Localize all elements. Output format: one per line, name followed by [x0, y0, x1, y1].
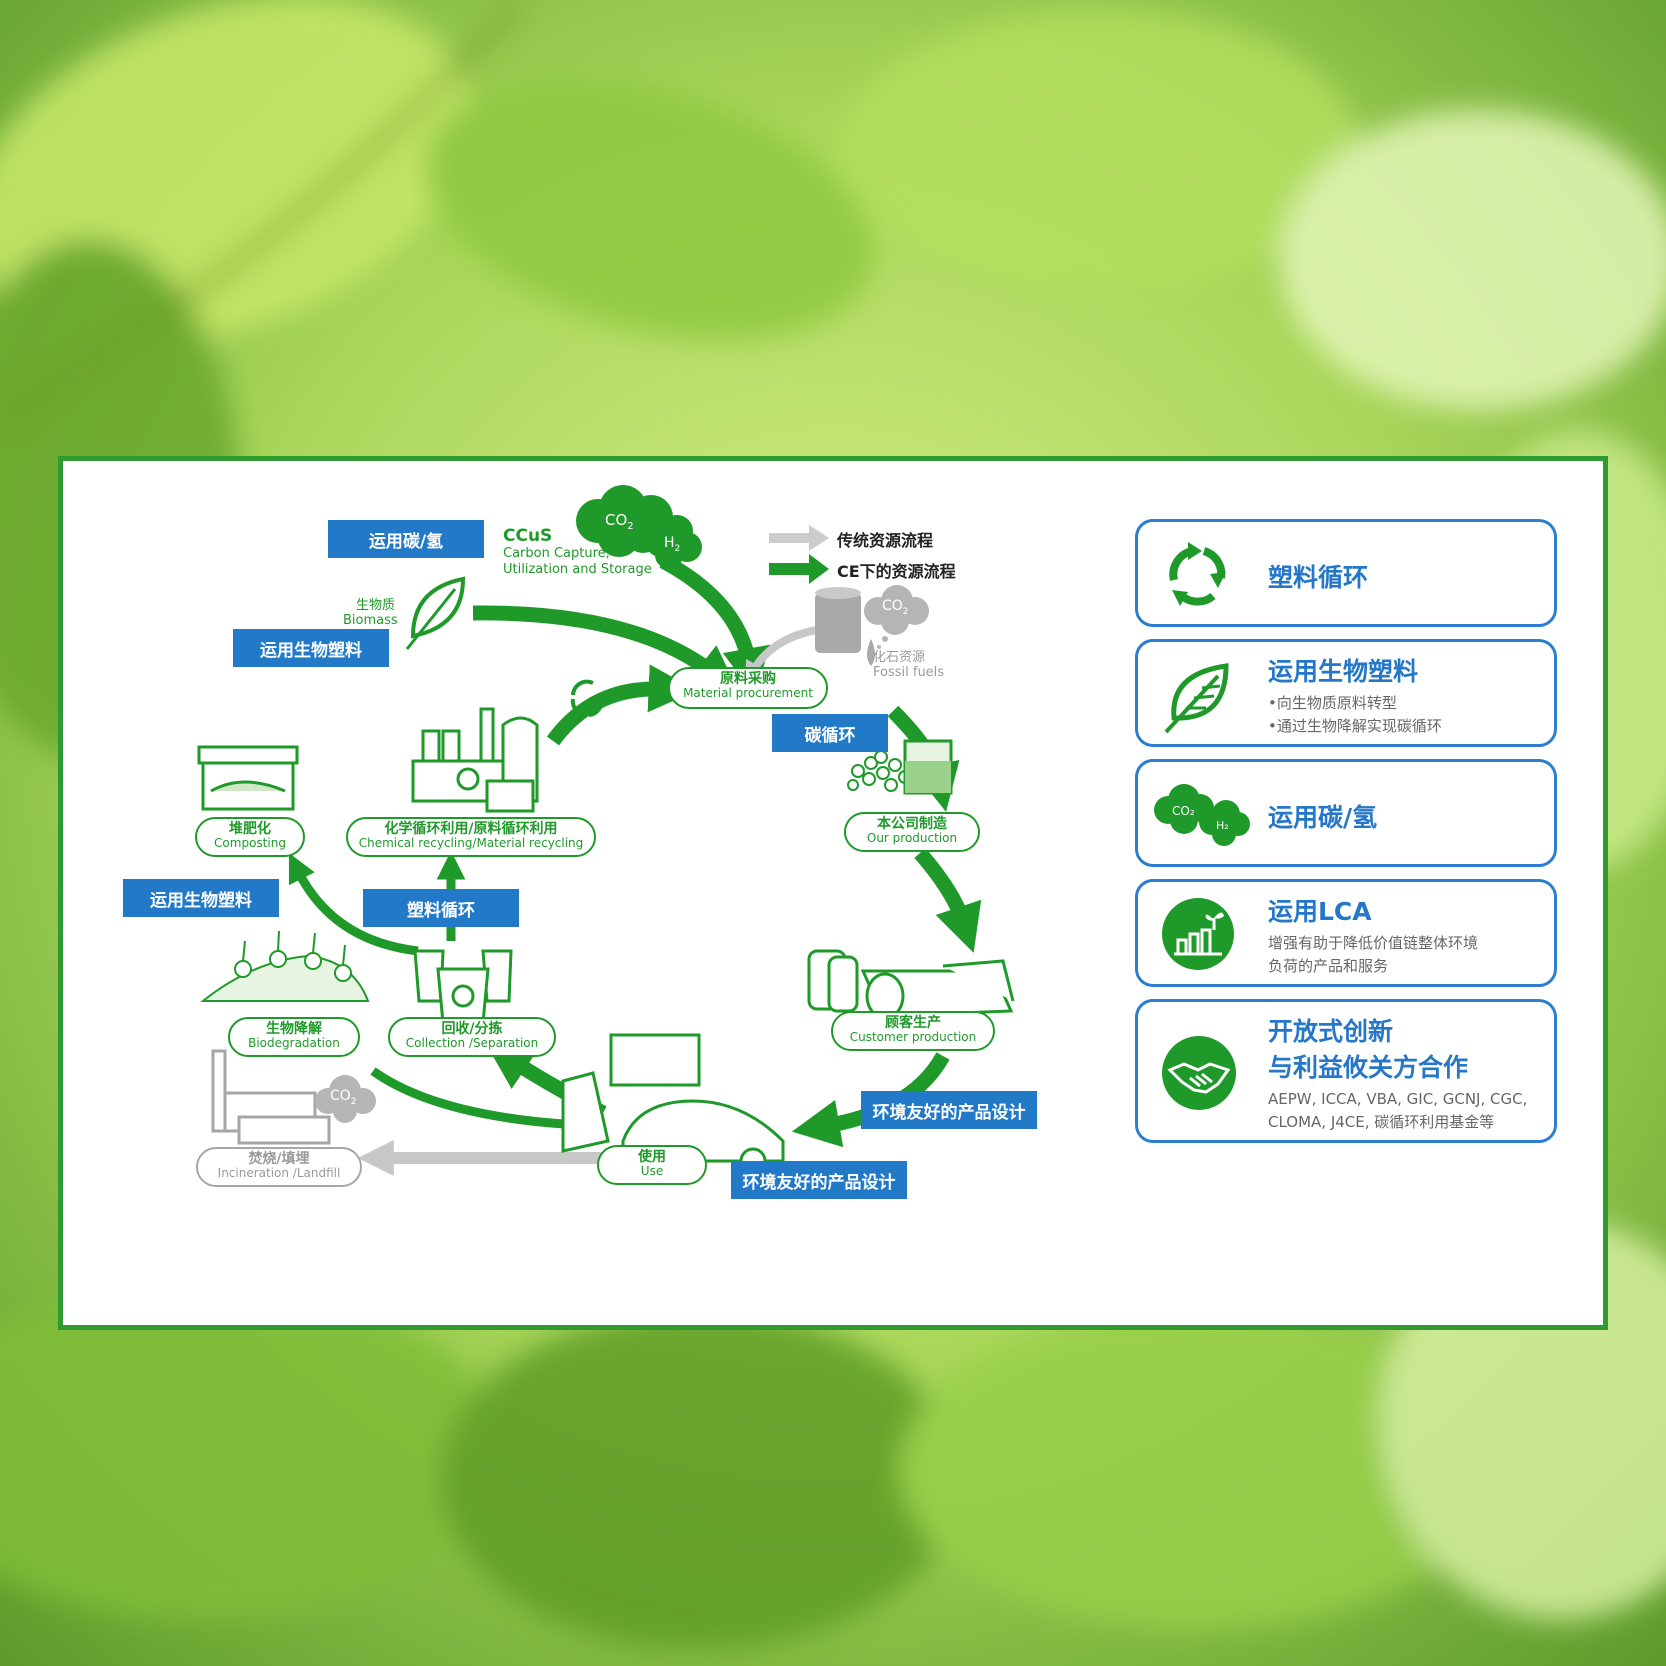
plants-soil-icon — [200, 930, 370, 1002]
incineration-co2-cloud-icon — [315, 1075, 376, 1123]
ccus-co2-label: CO2 — [605, 511, 634, 532]
tag-eco-design-right: 环境友好的产品设计 — [861, 1091, 1037, 1129]
rolls-sheets-icon — [807, 949, 1015, 1020]
growth-chart-icon — [1162, 898, 1234, 970]
leaf-icon — [1164, 663, 1229, 734]
tag-carbon-cycle: 碳循环 — [772, 714, 888, 752]
biomass-leaf-icon — [405, 576, 466, 650]
arrow-collection-to-composting — [288, 852, 419, 956]
card-plastic-cycle: 塑料循环 — [1135, 519, 1557, 627]
card-bioplastic: 运用生物塑料 •向生物质原料转型 •通过生物降解实现碳循环 — [1135, 639, 1557, 747]
card-bioplastic-title: 运用生物塑料 — [1268, 657, 1419, 686]
card-lca-line1: 增强有助于降低价值链整体环境 — [1268, 934, 1479, 952]
legend-traditional-label: 传统资源流程 — [837, 531, 934, 550]
fossil-co2-label: CO2 — [882, 598, 909, 617]
arrow-production-to-customer — [914, 848, 982, 953]
legend-ce-label: CE下的资源流程 — [837, 562, 956, 581]
incineration-co2-label: CO2 — [330, 1088, 357, 1107]
tag-carbon-hydrogen: 运用碳/氢 — [328, 520, 484, 558]
tag-bioplastic-top: 运用生物塑料 — [233, 629, 389, 667]
tag-eco-design-bottom: 环境友好的产品设计 — [731, 1161, 907, 1199]
tag-plastic-cycle: 塑料循环 — [363, 889, 519, 927]
diagram-panel: CCuS Carbon Capture, Utilization and Sto… — [58, 456, 1608, 1330]
use-products-icon — [561, 1033, 785, 1175]
ccus-title: CCuS — [503, 526, 553, 546]
recycling-factory-icon — [411, 707, 539, 813]
card-bioplastic-line2: •通过生物降解实现碳循环 — [1268, 717, 1442, 735]
card-open-innovation-title2: 与利益攸关方合作 — [1268, 1053, 1469, 1082]
small-recycle-icon — [570, 679, 604, 717]
card-bioplastic-line1: •向生物质原料转型 — [1268, 694, 1397, 712]
card-open-innovation-line2: CLOMA, J4CE, 碳循环利用基金等 — [1268, 1113, 1495, 1131]
pellets-beaker-icon — [847, 739, 953, 795]
legend-traditional-arrow — [769, 525, 829, 551]
arrow-biomass-to-procurement — [472, 605, 740, 694]
h2-cloud-icon — [645, 515, 702, 569]
card-carbon-hydrogen: CO₂ H₂ 运用碳/氢 — [1135, 759, 1557, 867]
incinerator-icon — [211, 1049, 331, 1145]
circular-economy-diagram — [197, 485, 1015, 1176]
ccus-line1: Carbon Capture, — [503, 546, 610, 561]
card-open-innovation-line1: AEPW, ICCA, VBA, GIC, GCNJ, CGC, — [1268, 1090, 1528, 1108]
arrow-ccus-to-procurement — [659, 554, 771, 697]
ccus-line2: Utilization and Storage — [503, 562, 652, 577]
card-h2-label: H₂ — [1216, 819, 1229, 832]
card-open-innovation: 开放式创新 与利益攸关方合作 AEPW, ICCA, VBA, GIC, GCN… — [1135, 999, 1557, 1143]
collection-bins-icon — [413, 949, 513, 1025]
ccus-h2-label: H2 — [664, 535, 681, 554]
arrow-fossil-to-procurement — [744, 625, 824, 686]
card-lca-title: 运用LCA — [1268, 897, 1372, 926]
arrow-recycling-to-procurement — [546, 664, 697, 746]
tag-bioplastic-left: 运用生物塑料 — [123, 879, 279, 917]
card-plastic-cycle-title: 塑料循环 — [1268, 563, 1369, 592]
fossil-co2-cloud-icon — [864, 585, 929, 649]
handshake-icon — [1162, 1036, 1236, 1110]
card-lca: 运用LCA 增强有助于降低价值链整体环境 负荷的产品和服务 — [1135, 879, 1557, 987]
card-open-innovation-title1: 开放式创新 — [1268, 1017, 1394, 1046]
compost-bin-icon — [197, 745, 299, 811]
card-lca-line2: 负荷的产品和服务 — [1268, 957, 1389, 975]
legend-ce-arrow — [769, 554, 829, 584]
oil-drum-icon — [815, 587, 875, 666]
card-carbon-hydrogen-title: 运用碳/氢 — [1268, 803, 1378, 832]
co2-h2-cloud-icon: CO₂ H₂ — [1154, 784, 1250, 846]
recycle-icon — [1169, 542, 1226, 606]
card-co2-label: CO₂ — [1172, 804, 1195, 818]
